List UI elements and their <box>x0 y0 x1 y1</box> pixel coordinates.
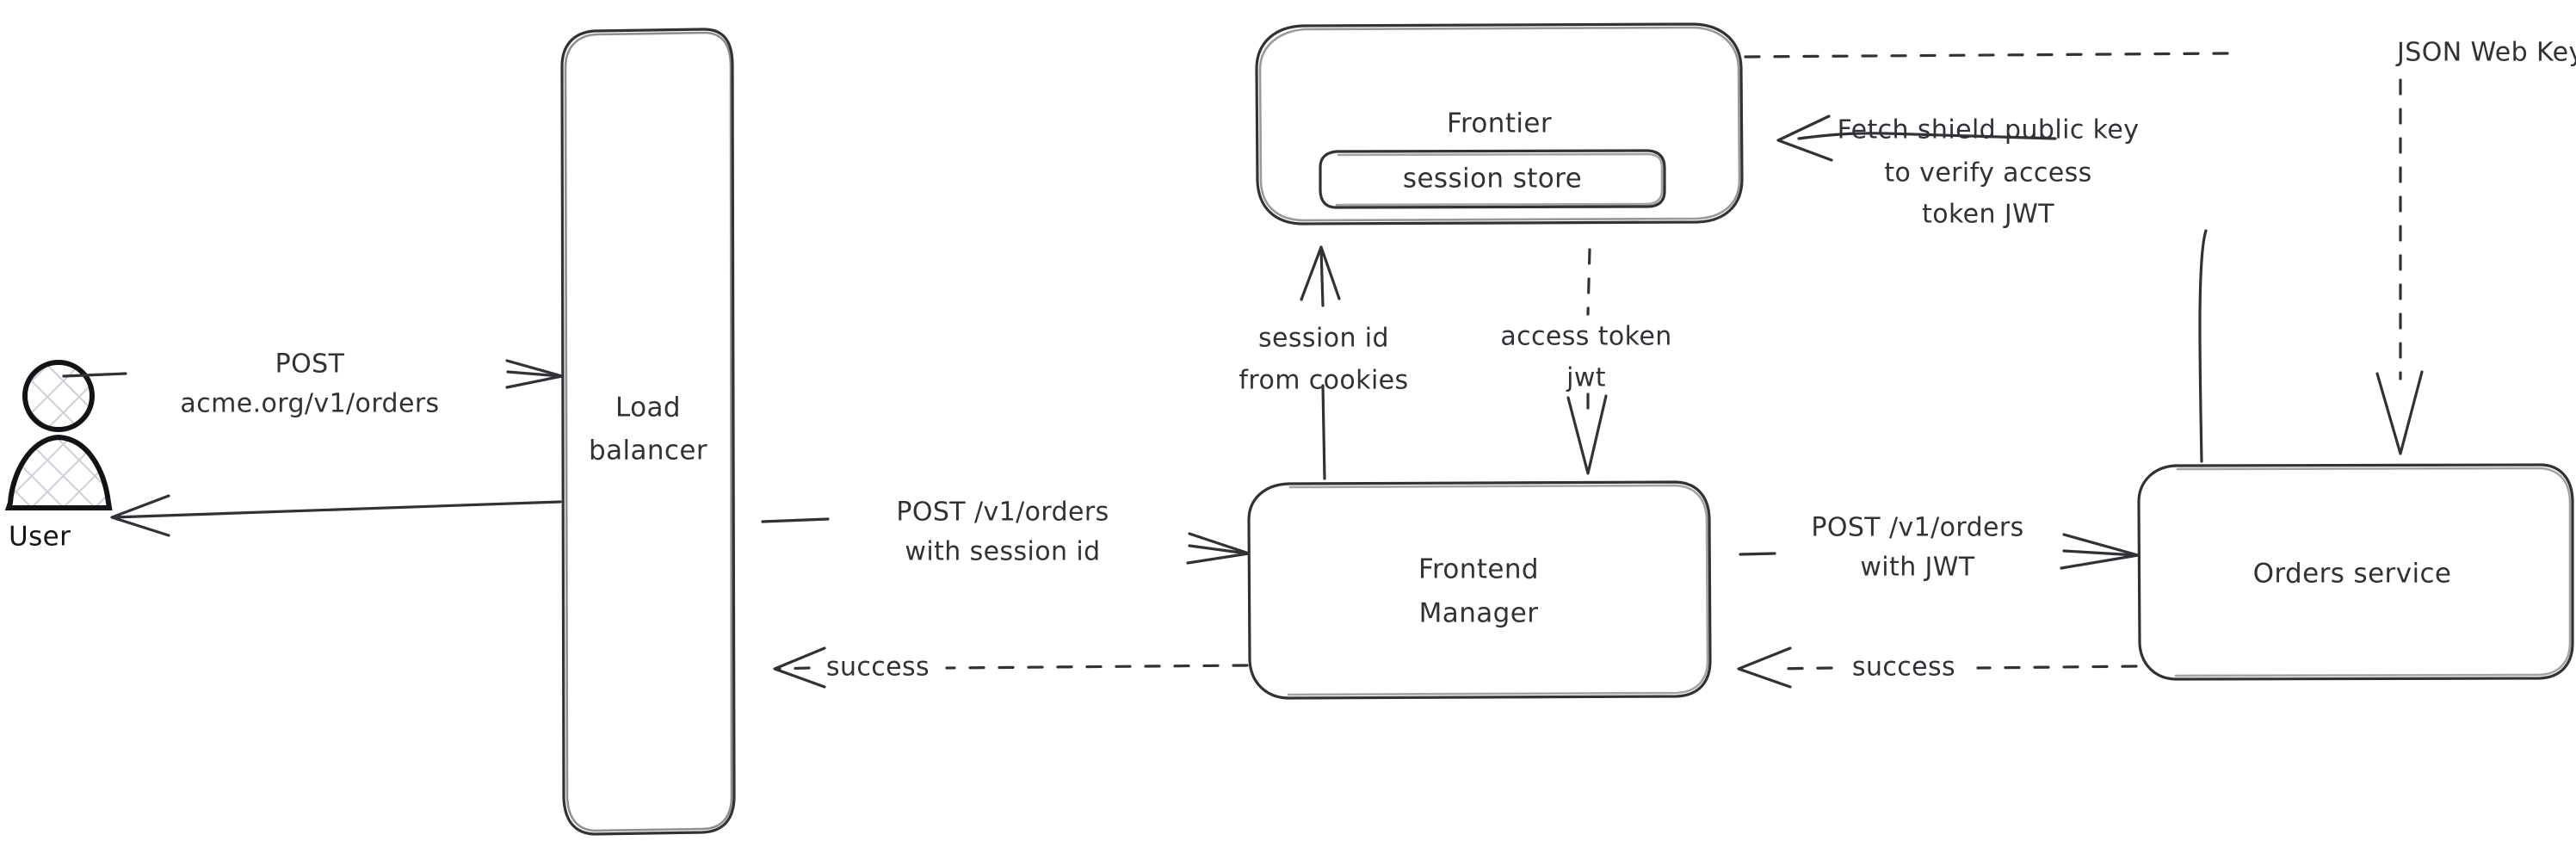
edge-frontier-to-fm-label-line2: jwt <box>1566 363 1606 393</box>
edge-orders-to-frontier-label-line2: to verify access <box>1884 158 2091 189</box>
edge-lb-to-frontend-manager <box>761 517 1251 565</box>
user-label: User <box>9 522 71 553</box>
edge-frontier-to-frontend-manager <box>1566 248 1608 475</box>
load-balancer-label-line1: Load <box>615 393 681 424</box>
edge-orders-to-fm-label: success <box>1852 652 1955 683</box>
edge-orders-to-frontier-label-line3: token JWT <box>1922 200 2054 230</box>
edge-fm-to-frontier-label-line1: session id <box>1258 324 1389 354</box>
orders-service-label: Orders service <box>2253 559 2452 590</box>
edge-frontend-manager-to-orders <box>1739 533 2140 570</box>
frontend-manager-label-line2: Manager <box>1419 598 1539 629</box>
load-balancer-node[interactable] <box>560 28 736 836</box>
edge-lb-to-fm-label-line1: POST /v1/orders <box>896 498 1109 528</box>
edge-frontier-to-fm-label-line1: access token <box>1500 322 1671 352</box>
frontend-manager-node[interactable] <box>1247 480 1712 700</box>
edge-fm-to-orders-label-line2: with JWT <box>1860 553 1974 583</box>
edge-orders-to-frontend-manager <box>1737 646 2138 689</box>
user-avatar-icon <box>4 360 113 510</box>
session-store-node[interactable] <box>1319 149 1666 209</box>
edge-frontend-manager-to-lb <box>773 646 1249 689</box>
edge-load-balancer-to-user <box>110 494 562 537</box>
edge-frontend-manager-to-frontier <box>1300 245 1341 480</box>
edge-lb-to-fm-label-line2: with session id <box>905 537 1100 567</box>
edge-frontier-to-orders <box>1744 52 2424 455</box>
edge-user-to-lb-label-line1: POST <box>275 349 345 380</box>
edge-fm-to-frontier-label-line2: from cookies <box>1239 366 1408 396</box>
edge-orders-to-frontier <box>1776 114 2208 463</box>
frontier-label: Frontier <box>1447 108 1552 139</box>
orders-service-node[interactable] <box>2137 463 2574 681</box>
frontend-manager-label-line1: Frontend <box>1418 554 1539 585</box>
edge-user-to-lb-label-line2: acme.org/v1/orders <box>180 389 439 419</box>
session-store-label: session store <box>1403 164 1582 195</box>
edge-user-to-load-balancer <box>62 359 564 389</box>
edge-fm-to-orders-label-line1: POST /v1/orders <box>1811 513 2023 543</box>
edge-orders-to-frontier-label-line1: Fetch shield public key <box>1838 115 2140 145</box>
edge-fm-to-lb-label: success <box>826 652 930 683</box>
load-balancer-label-line2: balancer <box>589 436 707 467</box>
edge-frontier-to-orders-label: JSON Web Key Set <box>2395 38 2576 68</box>
